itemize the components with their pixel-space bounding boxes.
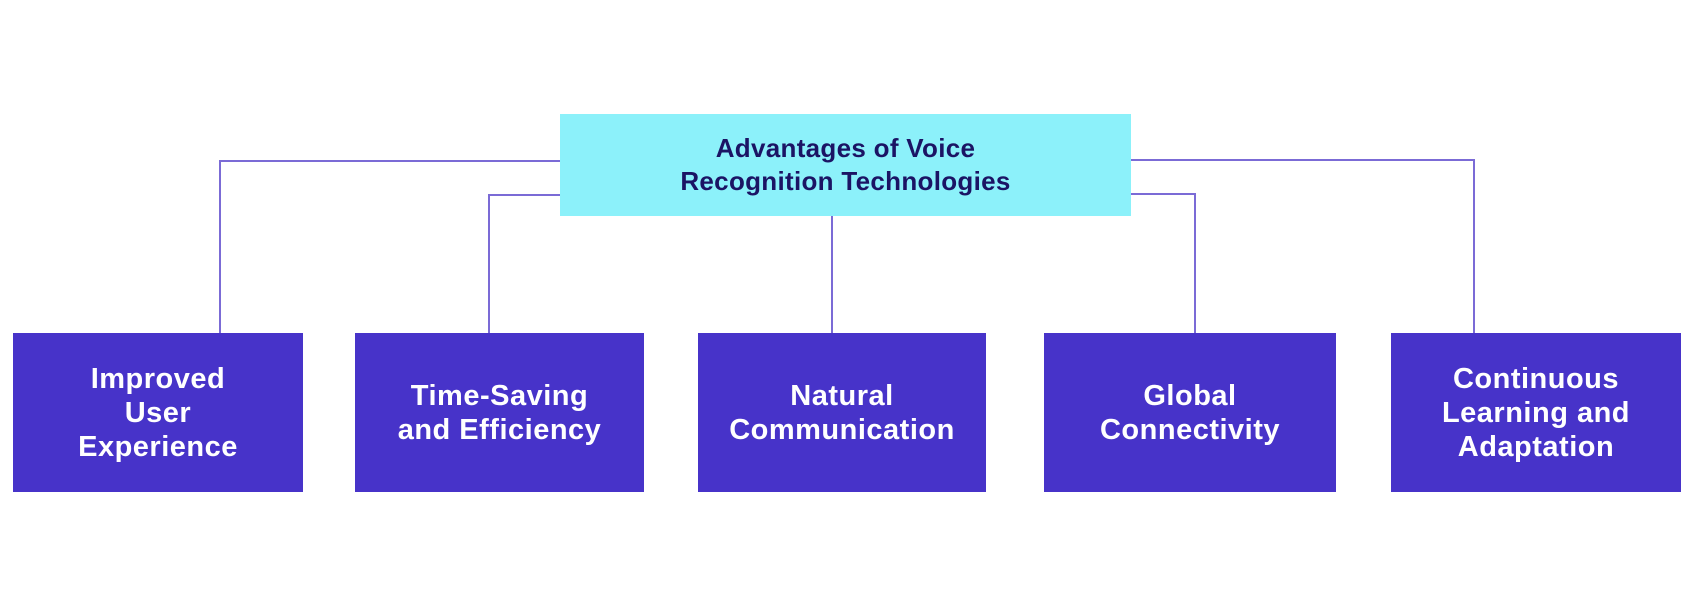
- connector-improved-user-experience: [219, 160, 565, 333]
- connector-time-saving-and-efficiency: [488, 194, 565, 333]
- child-node-global-connectivity[interactable]: Global Connectivity: [1044, 333, 1336, 492]
- child-node-natural-communication[interactable]: Natural Communication: [698, 333, 986, 492]
- connector-continuous-learning-and-adaptation: [1126, 159, 1475, 333]
- child-node-continuous-learning-and-adaptation[interactable]: Continuous Learning and Adaptation: [1391, 333, 1681, 492]
- connector-global-connectivity: [1126, 193, 1196, 333]
- child-node-label: Continuous Learning and Adaptation: [1441, 362, 1631, 463]
- child-node-label: Global Connectivity: [1099, 379, 1281, 446]
- child-node-label: Natural Communication: [729, 379, 955, 446]
- child-node-improved-user-experience[interactable]: Improved User Experience: [13, 333, 303, 492]
- child-node-label: Improved User Experience: [78, 362, 238, 463]
- child-node-time-saving-and-efficiency[interactable]: Time-Saving and Efficiency: [355, 333, 644, 492]
- root-node-label: Advantages of Voice Recognition Technolo…: [680, 133, 1011, 196]
- root-node-advantages-of-voice-recognition[interactable]: Advantages of Voice Recognition Technolo…: [560, 114, 1131, 216]
- child-node-label: Time-Saving and Efficiency: [397, 379, 602, 446]
